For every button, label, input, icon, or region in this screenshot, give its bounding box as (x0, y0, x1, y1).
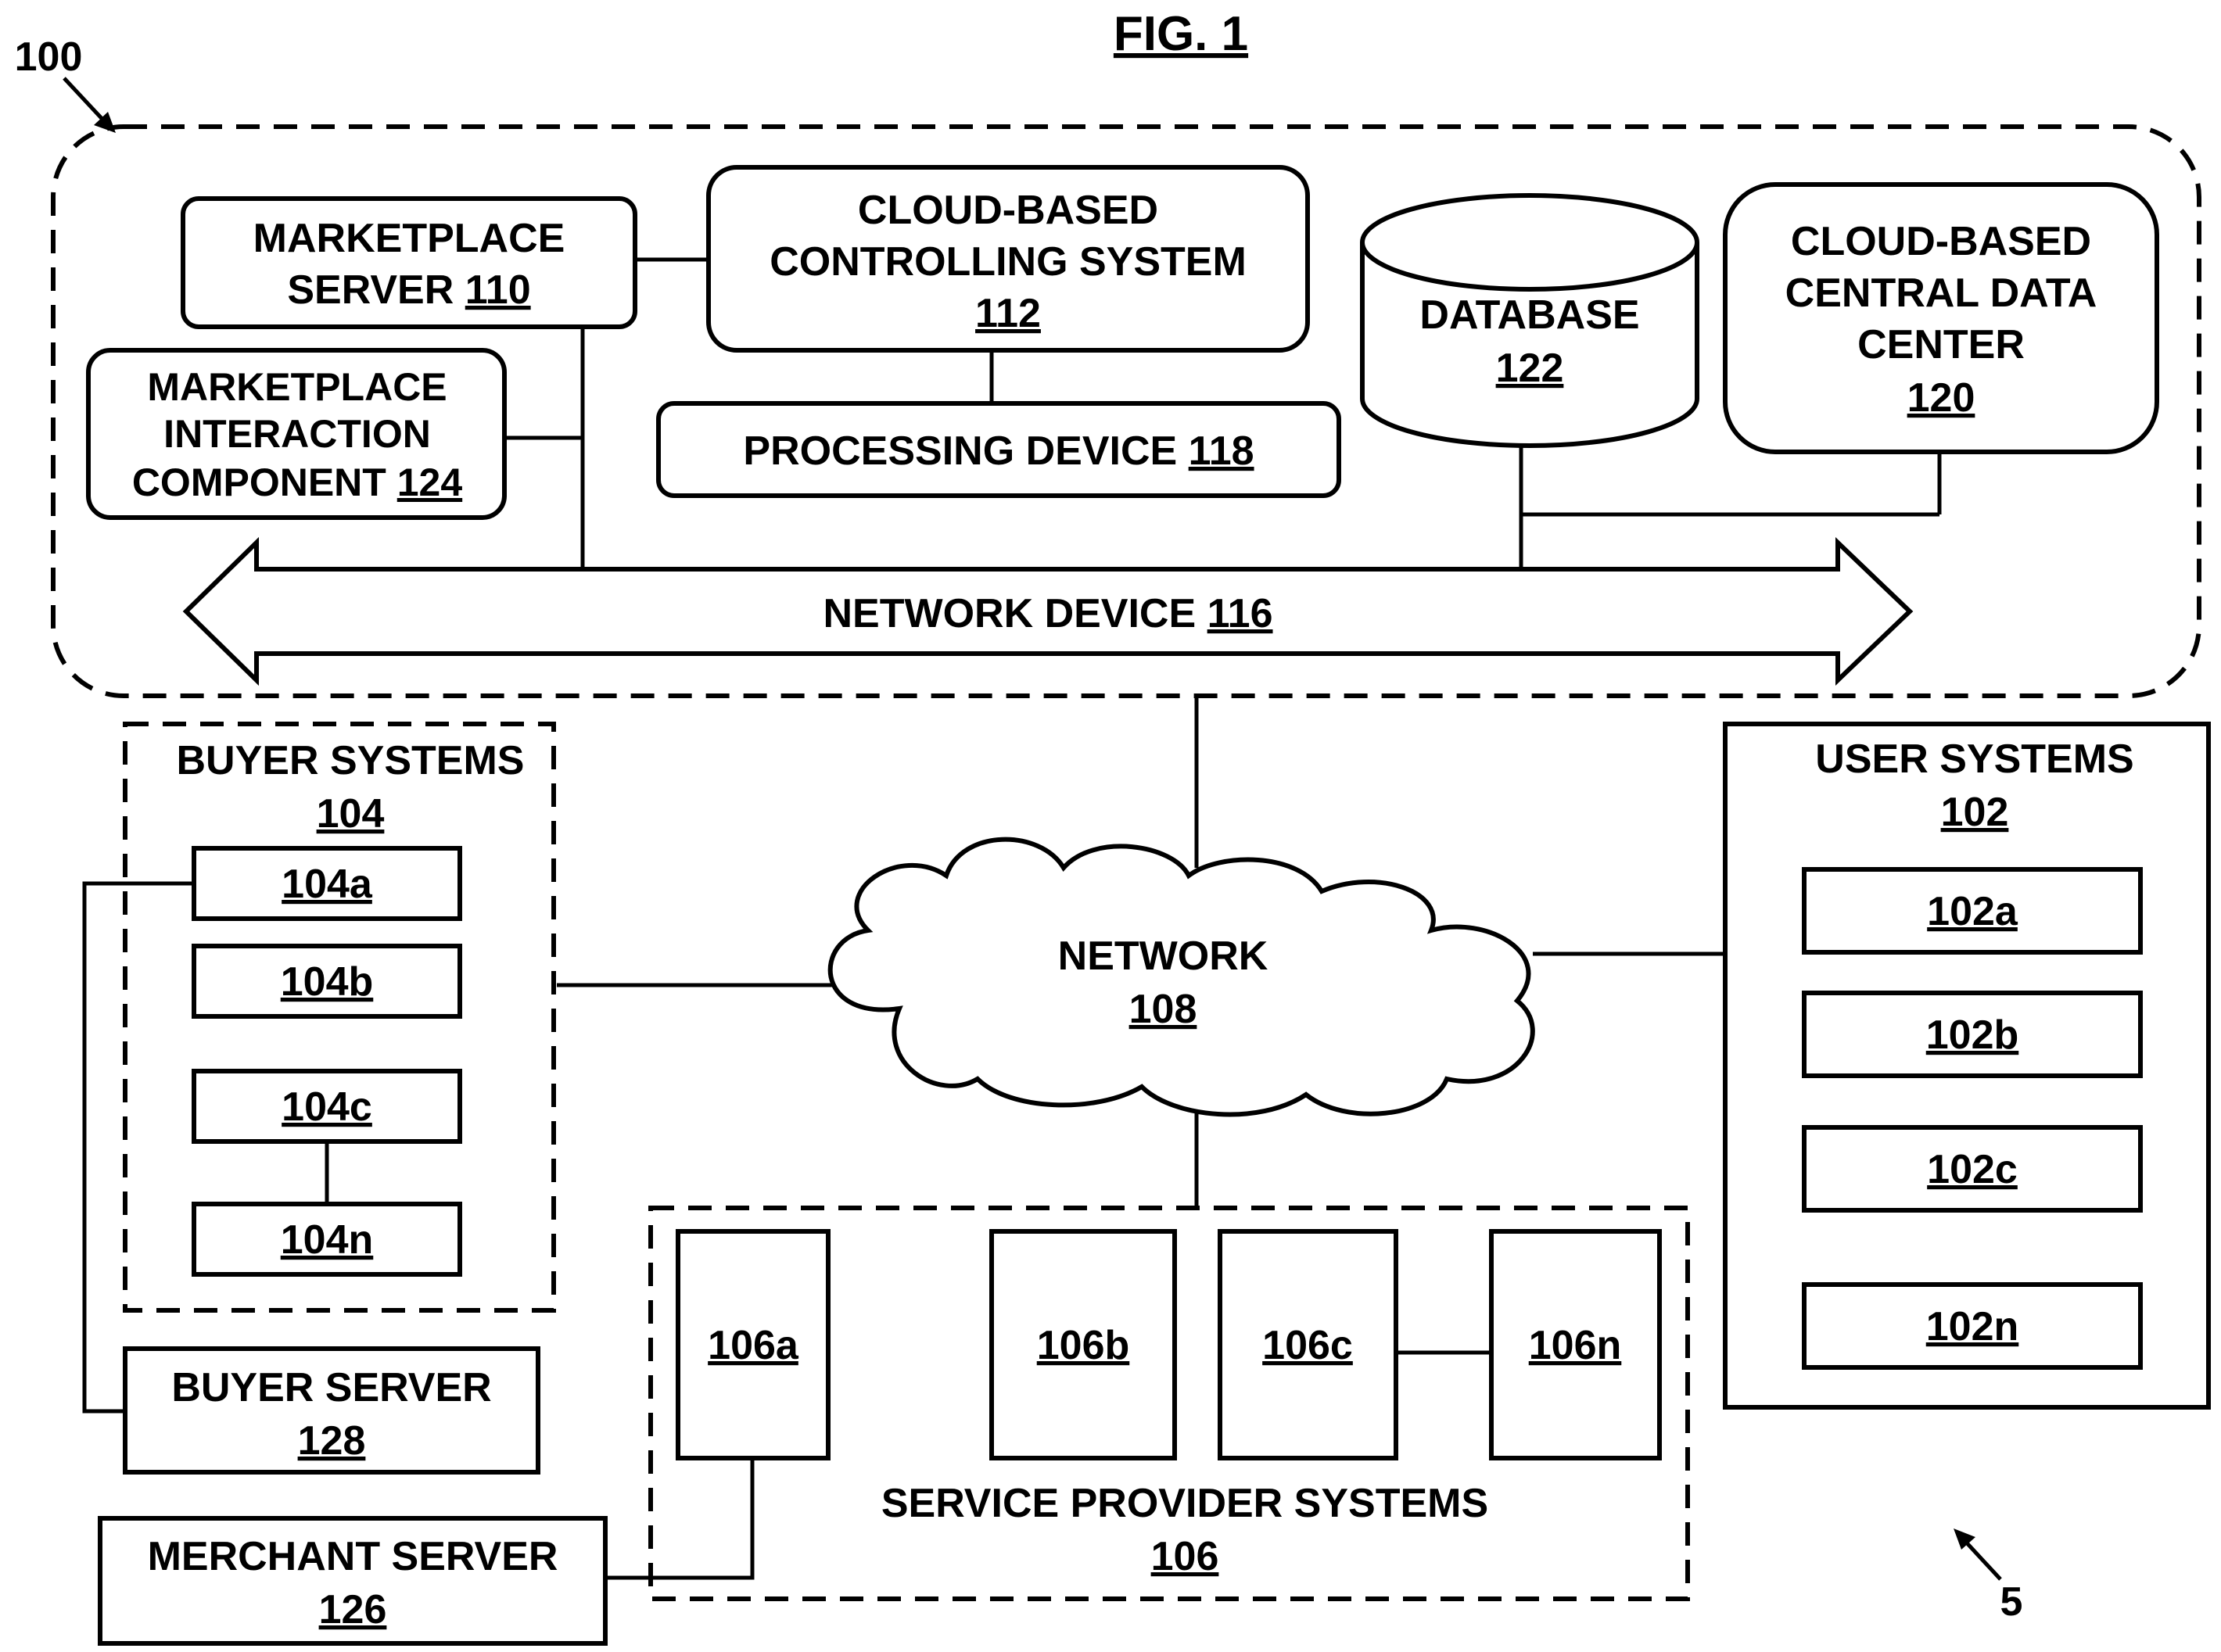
merchant-server-label: MERCHANT SERVER (148, 1534, 558, 1579)
service-provider-group: 106a 106b 106c 106n SERVICE PROVIDER SYS… (651, 1208, 1688, 1599)
merchant-server-box: MERCHANT SERVER 126 (100, 1518, 605, 1643)
processing-device-box: PROCESSING DEVICE 118 (658, 403, 1339, 496)
user-systems-label: USER SYSTEMS (1815, 736, 2133, 782)
marketplace-interaction-label-2: INTERACTION (163, 412, 431, 456)
database-ref: 122 (1496, 346, 1564, 391)
buyer-system-104b-label: 104b (281, 959, 374, 1005)
merchant-server-ref: 126 (319, 1587, 387, 1632)
marketplace-server-box: MARKETPLACE SERVER 110 (183, 199, 635, 327)
network-cloud: NETWORK 108 (831, 840, 1533, 1115)
marketplace-server-label-1: MARKETPLACE (253, 216, 565, 261)
figure-title: FIG. 1 (1114, 7, 1248, 61)
env-ref-label: 5 (2000, 1579, 2023, 1625)
service-provider-ref: 106 (1151, 1534, 1219, 1579)
user-systems-group: USER SYSTEMS 102 102a 102b 102c 102n (1725, 724, 2208, 1407)
user-system-102n-label: 102n (1926, 1304, 2019, 1349)
service-provider-label: SERVICE PROVIDER SYSTEMS (881, 1481, 1488, 1526)
service-provider-106c-label: 106c (1262, 1323, 1353, 1368)
service-provider-106a-label: 106a (708, 1323, 799, 1368)
controlling-system-label-1: CLOUD-BASED (858, 188, 1158, 233)
buyer-server-label: BUYER SERVER (171, 1365, 491, 1410)
database-cylinder: DATABASE 122 (1362, 195, 1697, 446)
user-system-102b-label: 102b (1926, 1012, 2019, 1058)
controlling-system-ref: 112 (975, 291, 1041, 336)
buyer-system-104a-label: 104a (282, 862, 373, 907)
user-systems-ref: 102 (1941, 790, 2009, 835)
data-center-label-3: CENTER (1857, 322, 2025, 367)
data-center-box: CLOUD-BASED CENTRAL DATA CENTER 120 (1725, 185, 2157, 452)
database-label: DATABASE (1419, 292, 1639, 338)
network-ref: 108 (1129, 987, 1197, 1032)
data-center-label-1: CLOUD-BASED (1791, 219, 2091, 264)
network-device-label: NETWORK DEVICE 116 (823, 591, 1272, 636)
marketplace-server-label-2: SERVER 110 (287, 267, 530, 313)
controlling-system-box: CLOUD-BASED CONTROLLING SYSTEM 112 (709, 167, 1308, 350)
buyer-systems-label: BUYER SYSTEMS (177, 738, 525, 783)
env-ref-arrow (1954, 1528, 2000, 1579)
marketplace-interaction-box: MARKETPLACE INTERACTION COMPONENT 124 (88, 350, 504, 518)
data-center-label-2: CENTRAL DATA (1785, 271, 2097, 316)
controlling-system-label-2: CONTROLLING SYSTEM (770, 239, 1247, 285)
network-device-arrow: NETWORK DEVICE 116 (186, 543, 1910, 680)
buyer-system-104c-label: 104c (282, 1084, 372, 1130)
buyer-systems-group: BUYER SYSTEMS 104 104a 104b 104c 104n (125, 724, 554, 1310)
user-system-102a-label: 102a (1927, 889, 2018, 934)
buyer-server-box: BUYER SERVER 128 (125, 1349, 538, 1472)
service-provider-106b-label: 106b (1037, 1323, 1130, 1368)
system-ref-arrow (64, 78, 116, 133)
marketplace-interaction-label-3: COMPONENT 124 (132, 460, 463, 504)
system-ref-label: 100 (15, 34, 83, 80)
buyer-systems-ref: 104 (317, 791, 385, 837)
network-label: NETWORK (1058, 934, 1268, 979)
data-center-ref: 120 (1907, 375, 1975, 421)
buyer-server-ref: 128 (298, 1418, 366, 1464)
marketplace-interaction-label-1: MARKETPLACE (147, 365, 447, 409)
buyer-system-104n-label: 104n (281, 1217, 374, 1263)
service-provider-106n-label: 106n (1529, 1323, 1622, 1368)
processing-device-label: PROCESSING DEVICE 118 (743, 428, 1254, 474)
user-system-102c-label: 102c (1927, 1147, 2018, 1192)
